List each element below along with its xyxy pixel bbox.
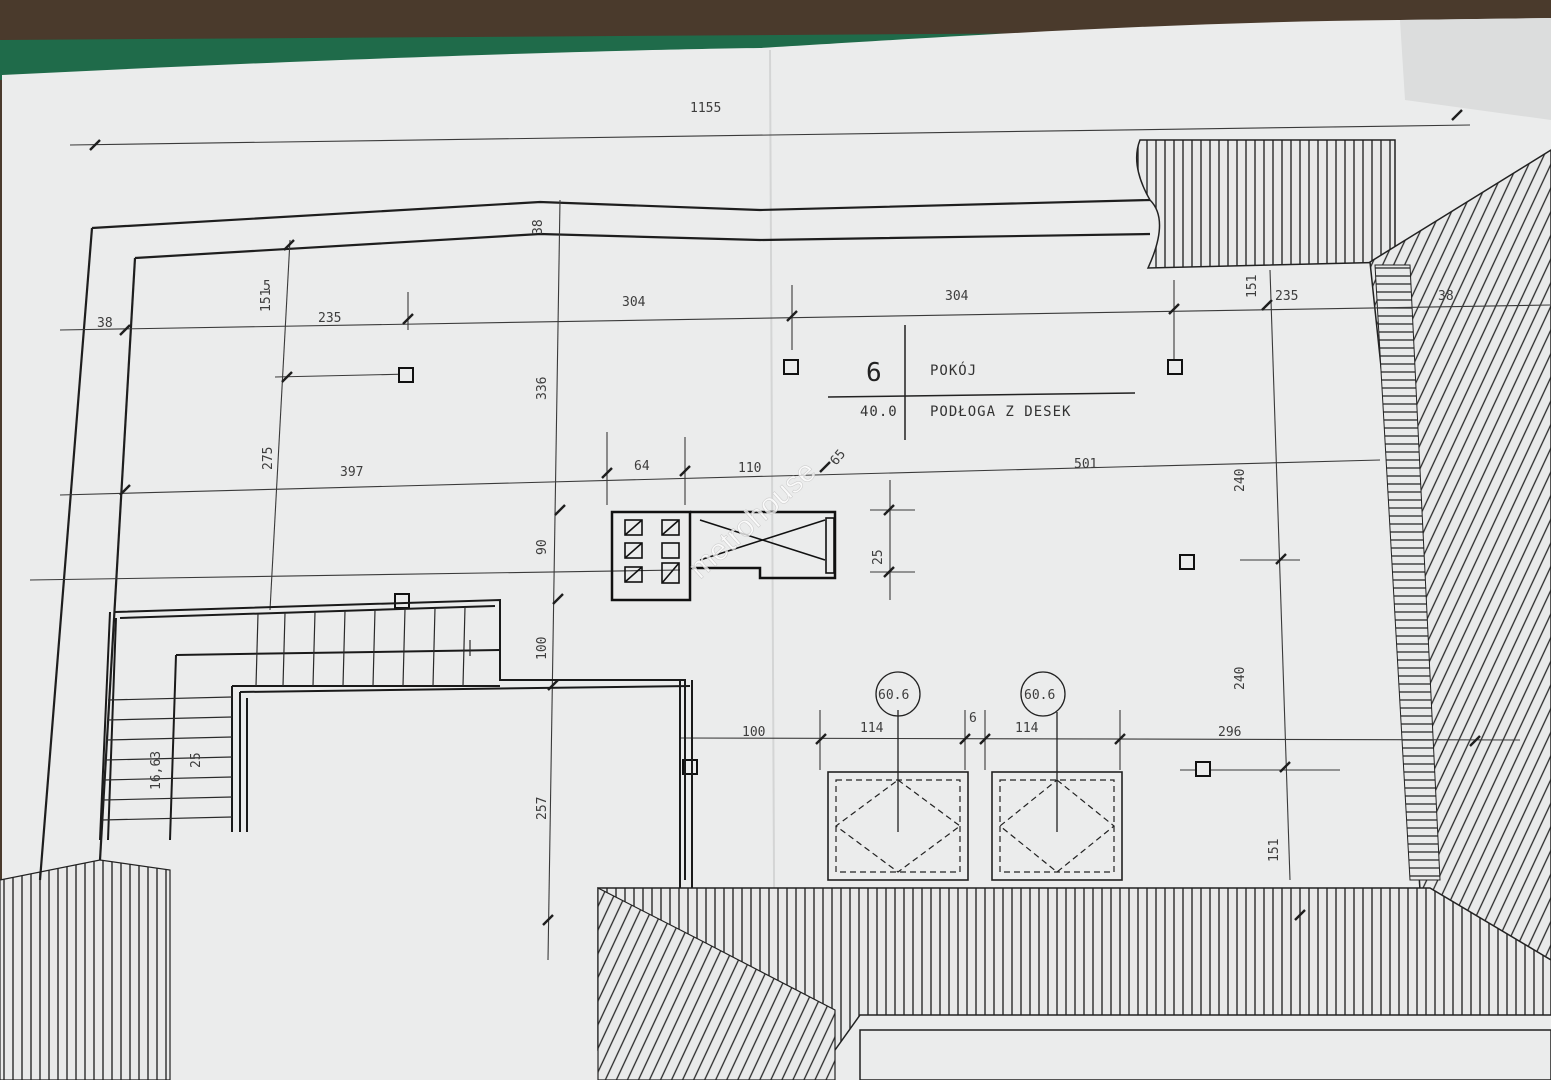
dim-100-vertical: 100 <box>535 637 550 660</box>
dim-110: 110 <box>738 461 761 476</box>
overall-width-label: 1155 <box>690 101 721 116</box>
dim-114-b: 114 <box>1015 721 1039 736</box>
superscript-5: 5 <box>263 279 271 294</box>
dim-2405-bottom: 240 <box>1233 667 1248 690</box>
dim-151-right: 151 <box>1245 275 1260 298</box>
stair-dim-b: 25 <box>189 752 204 768</box>
dim-3365: 336 <box>535 377 550 400</box>
dim-wall-right: 38 <box>1438 289 1454 304</box>
dim-100-horizontal: 100 <box>742 725 765 740</box>
dim-wall-left: 38 <box>97 316 113 331</box>
dim-151-left: 151 <box>259 289 274 312</box>
dim-6: 6 <box>969 711 977 726</box>
dim-90: 90 <box>535 539 550 555</box>
dim-wall-top: 38 <box>531 219 546 235</box>
window-label-b: 60.6 <box>1024 688 1055 703</box>
floor-note: PODŁOGA Z DESEK <box>930 404 1071 420</box>
room-name: POKÓJ <box>930 361 977 379</box>
dim-397: 397 <box>340 465 363 480</box>
dim-3045-b: 304 <box>945 289 969 304</box>
dim-2405-top: 240 <box>1233 469 1248 492</box>
dim-3045-a: 304 <box>622 295 646 310</box>
stair-dim-a: 16,63 <box>149 751 164 790</box>
dim-114-a: 114 <box>860 721 884 736</box>
dim-235-right: 235 <box>1275 289 1298 304</box>
dim-275: 275 <box>261 447 276 470</box>
dim-296: 296 <box>1218 725 1241 740</box>
dim-235-left: 235 <box>318 311 341 326</box>
dim-151-bottom: 151 <box>1267 839 1282 862</box>
room-number: 6 <box>866 358 882 388</box>
room-area: 40.0 <box>860 404 898 420</box>
window-label-a: 60.6 <box>878 688 909 703</box>
dim-25: 25 <box>871 549 886 565</box>
dim-5015: 501 <box>1074 457 1097 472</box>
dim-64: 64 <box>634 459 650 474</box>
dim-2575: 257 <box>535 797 550 820</box>
